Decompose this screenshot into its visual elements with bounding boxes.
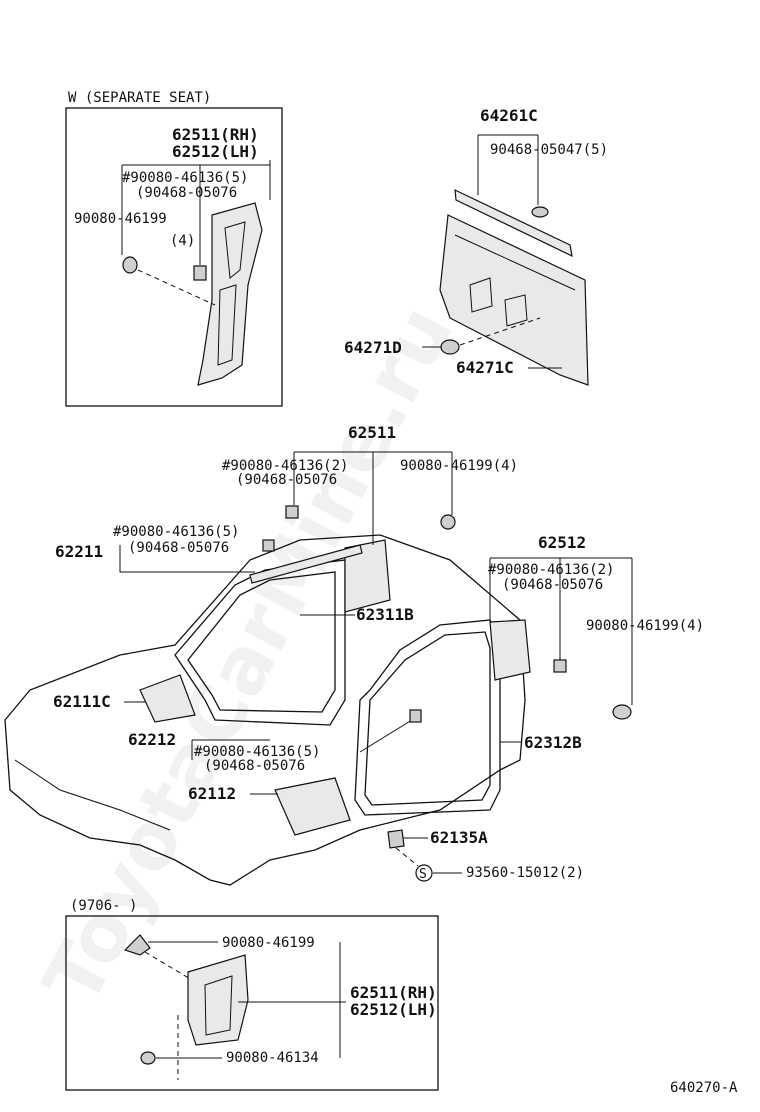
label-bot-90080-46134: 90080-46134 xyxy=(226,1050,319,1066)
label-seat-clip-b: 90080-46199 xyxy=(74,211,167,227)
back-panel-detail xyxy=(454,234,576,327)
label-seat-clip-b-qty: (4) xyxy=(170,233,195,249)
label-62512-lh: 62512(LH) xyxy=(172,142,259,161)
label-62211: 62211 xyxy=(55,542,103,561)
dashed-guide-screw xyxy=(395,847,419,867)
label-64261c: 64261C xyxy=(480,106,538,125)
clip-icon-bot-46134 xyxy=(140,1051,156,1065)
weatherstrip-64261c xyxy=(454,188,573,258)
label-screw-93560: 93560-15012(2) xyxy=(466,865,584,881)
label-62111c: 62111C xyxy=(53,692,111,711)
label-mid-clip-alt: (90468-05076 xyxy=(204,758,305,774)
dashed-guide-bot xyxy=(144,951,193,981)
label-right-clip-b: 90080-46199(4) xyxy=(586,618,704,634)
front-door-weatherstrip xyxy=(187,571,336,713)
rear-door-opening xyxy=(354,619,501,816)
label-seat-clip-a-alt: (90468-05076 xyxy=(136,185,237,201)
screw-icon xyxy=(415,864,433,882)
clip-icon-64271d xyxy=(440,339,460,355)
back-panel-group: 64261C 90468-05047(5) 64271D 64271C xyxy=(344,106,608,386)
roof-side-rail-62211 xyxy=(249,544,363,584)
leader-top-62511 xyxy=(293,451,453,545)
leader-bot-46199 xyxy=(148,941,341,1058)
label-bot-90080-46199: 90080-46199 xyxy=(222,935,315,951)
clip-icon-right-b xyxy=(612,704,632,720)
leader-62211 xyxy=(119,545,255,573)
label-top-clip-a: #90080-46136(2) xyxy=(222,458,348,474)
vehicle-body-outline xyxy=(4,534,526,886)
label-62212: 62212 xyxy=(128,730,176,749)
clip-icon-mid xyxy=(409,709,422,723)
leader-64261c xyxy=(477,134,539,205)
label-right-62512: 62512 xyxy=(538,533,586,552)
leader-lines-seat xyxy=(121,160,271,265)
inset-title-separate-seat: W (SEPARATE SEAT) xyxy=(68,90,211,106)
label-90468-05047: 90468-05047(5) xyxy=(490,142,608,158)
scuff-plate-62112 xyxy=(274,777,351,836)
clip-icon-62135a xyxy=(387,829,405,849)
rear-door-weatherstrip xyxy=(364,631,491,806)
clip-icon-05047 xyxy=(531,206,549,218)
clip-icon-seat-2 xyxy=(193,265,207,281)
pillar-garnish-bot-detail xyxy=(204,975,233,1036)
kick-panel-62111c xyxy=(139,674,196,723)
back-panel-64271c xyxy=(439,214,589,386)
label-bot-62512-lh: 62512(LH) xyxy=(350,1000,437,1019)
label-62511-rh: 62511(RH) xyxy=(172,125,259,144)
label-left-clip-alt: (90468-05076 xyxy=(128,540,229,556)
quarter-pillar-62512 xyxy=(489,619,531,681)
main-labels: 62511 #90080-46136(2) (90468-05076 90080… xyxy=(53,423,704,882)
label-top-clip-a-alt: (90468-05076 xyxy=(236,472,337,488)
inset-date-range: (9706- ) 90080-46199 62511(RH) 62512(LH)… xyxy=(65,898,439,1091)
clip-icon-top-b xyxy=(440,514,456,530)
label-left-clip: #90080-46136(5) xyxy=(113,524,239,540)
inset-frame-bottom xyxy=(65,915,439,1091)
clip-icon-top-a xyxy=(285,505,299,519)
label-mid-clip: #90080-46136(5) xyxy=(194,744,320,760)
vehicle-body-crease xyxy=(14,759,171,831)
label-64271d: 64271D xyxy=(344,338,402,357)
label-62311b: 62311B xyxy=(356,605,414,624)
inset-title-date-range: (9706- ) xyxy=(70,898,137,914)
screw-symbol: S xyxy=(419,867,427,882)
inset-frame-top-left xyxy=(65,107,283,407)
pillar-garnish-bot xyxy=(187,954,249,1046)
label-top-clip-b: 90080-46199(4) xyxy=(400,458,518,474)
center-pillar-62511 xyxy=(344,539,391,613)
label-62135a: 62135A xyxy=(430,828,488,847)
pillar-garnish-seat-detail xyxy=(217,221,246,366)
leader-right-62512 xyxy=(489,557,633,705)
label-seat-clip-a: #90080-46136(5) xyxy=(122,170,248,186)
front-door-opening xyxy=(174,559,346,726)
label-bot-62511-rh: 62511(RH) xyxy=(350,983,437,1002)
car-body-group xyxy=(4,534,531,886)
clip-icon-left xyxy=(262,539,275,552)
figure-code: 640270-A xyxy=(670,1080,738,1096)
pillar-garnish-seat xyxy=(197,202,263,386)
leader-mid-clip xyxy=(191,719,413,760)
label-62112: 62112 xyxy=(188,784,236,803)
inset-separate-seat: W (SEPARATE SEAT) 62511(RH) 62512(LH) #9… xyxy=(65,90,283,407)
clip-icon-seat-1 xyxy=(122,256,138,274)
label-62312b: 62312B xyxy=(524,733,582,752)
clip-icon-right-a xyxy=(553,659,567,673)
clip-icon-bot-46199 xyxy=(123,934,151,956)
label-right-clip-a: #90080-46136(2) xyxy=(488,562,614,578)
label-right-clip-a-alt: (90468-05076 xyxy=(502,577,603,593)
label-64271c: 64271C xyxy=(456,358,514,377)
label-top-62511: 62511 xyxy=(348,423,396,442)
